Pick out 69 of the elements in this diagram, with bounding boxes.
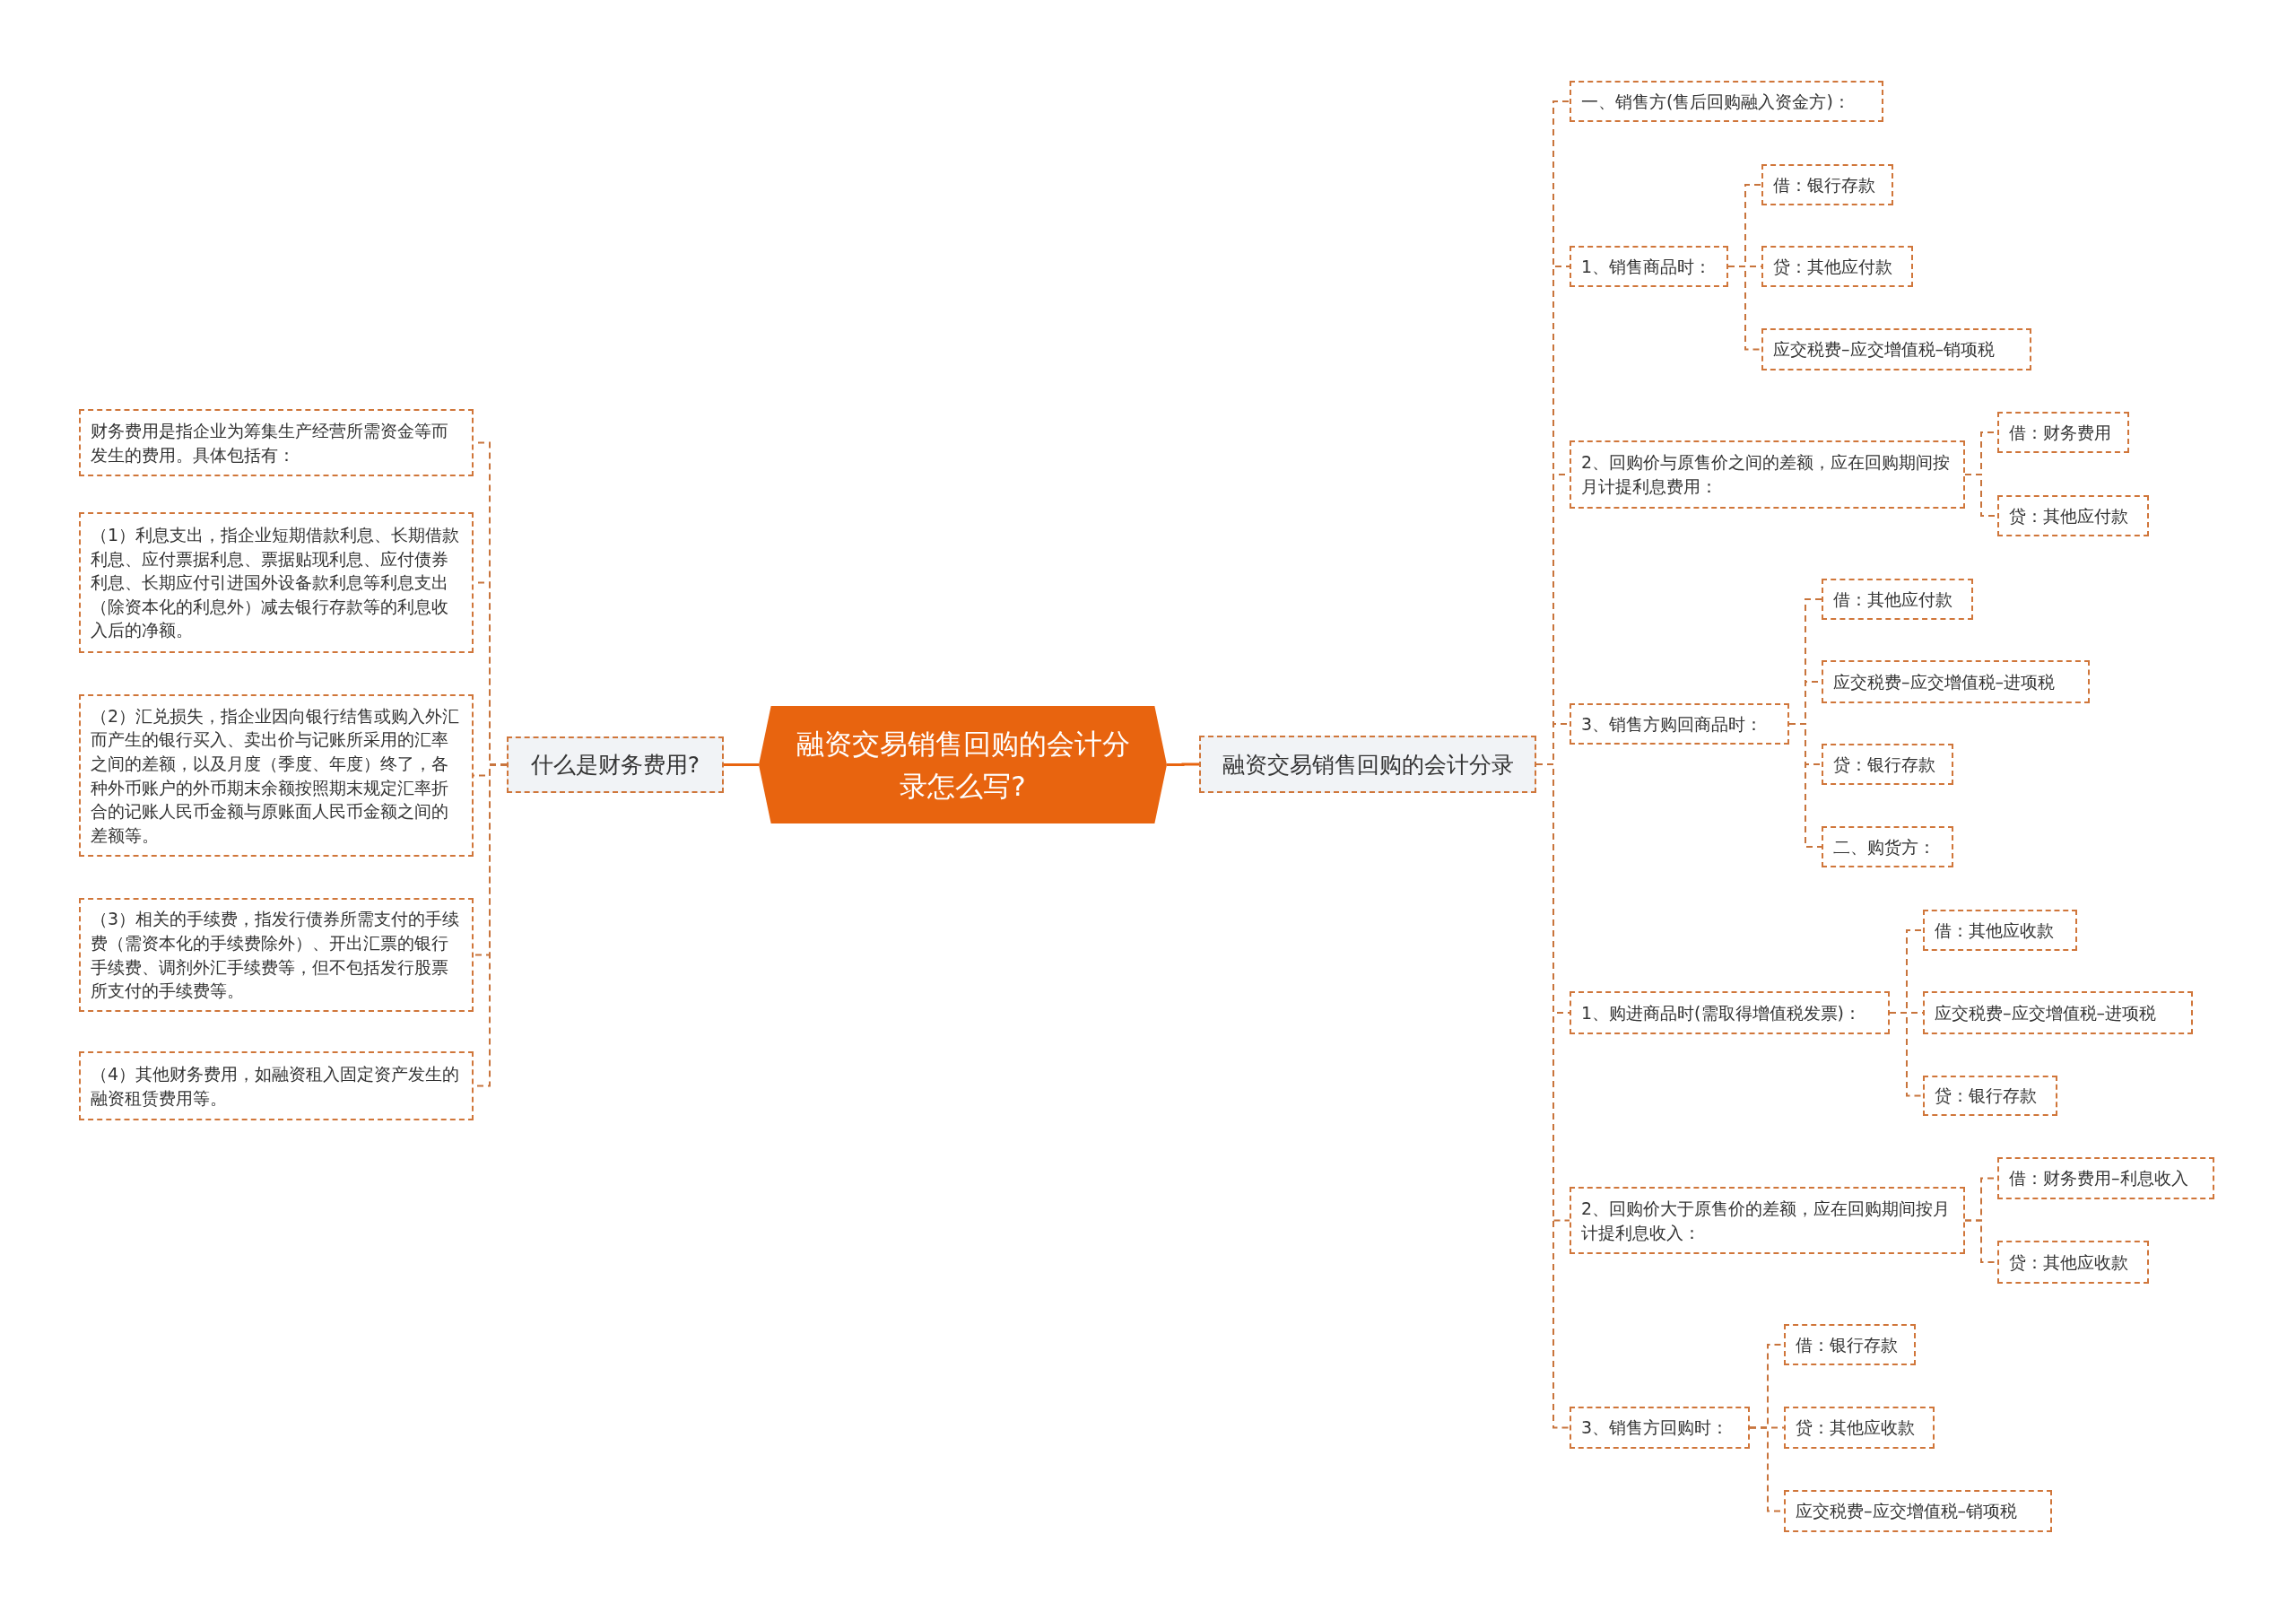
text-box: [1761, 164, 1893, 205]
text-box: [1997, 412, 2129, 453]
text-box: [1923, 991, 2193, 1034]
text-box: [79, 512, 474, 653]
text-box: [1997, 1241, 2149, 1284]
node-text: 二、购货方：: [1833, 835, 1935, 858]
node-text: 1、销售商品时：: [1581, 255, 1712, 278]
node-text: 应交税费–应交增值税–销项税: [1796, 1500, 2017, 1523]
node-text: （3）相关的手续费，指发行债券所需支付的手续费（需资本化的手续费除外）、开出汇票的银行手续费、调剂外汇手续费等，但不包括发行股票所支付的手续费等。: [91, 908, 461, 1003]
node-text: 融资交易销售回购的会计分录怎么写?: [795, 727, 1131, 804]
node-text: 融资交易销售回购的会计分录: [1222, 750, 1514, 780]
node-text: 借：其他应付款: [1833, 588, 1952, 611]
node-text: 借：财务费用–利息收入: [2009, 1167, 2188, 1190]
text-box: [1570, 991, 1890, 1034]
node-text: 贷：其他应收款: [2009, 1250, 2128, 1274]
node-text: 3、销售方购回商品时：: [1581, 712, 1763, 736]
node-text: 财务费用是指企业为筹集生产经营所需资金等而发生的费用。具体包括有：: [91, 419, 449, 466]
text-box: [1784, 1490, 2052, 1532]
node-text: 应交税费–应交增值税–进项税: [1935, 1001, 2156, 1024]
node-text: 应交税费–应交增值税–进项税: [1833, 670, 2055, 693]
text-box: [1822, 826, 1953, 867]
node-text: 贷：其他应收款: [1796, 1416, 1915, 1440]
text-box: [1923, 910, 2077, 951]
node-text: 3、销售方回购时：: [1581, 1416, 1729, 1440]
text-box: [1784, 1324, 1916, 1365]
branch-box: [507, 736, 724, 793]
node-text: 贷：其他应付款: [2009, 504, 2128, 527]
text-box: [1822, 579, 1973, 620]
text-box: [1570, 1187, 1965, 1254]
branch-box: [1199, 736, 1536, 793]
node-text: （4）其他财务费用，如融资租入固定资产发生的融资租赁费用等。: [91, 1062, 461, 1110]
text-box: [79, 898, 474, 1012]
text-box: [1761, 328, 2031, 370]
text-box: [79, 1051, 474, 1120]
node-text: 2、回购价大于原售价的差额，应在回购期间按月计提利息收入：: [1581, 1197, 1952, 1244]
text-box: [1784, 1407, 1935, 1449]
node-text: 借：银行存款: [1773, 173, 1875, 196]
node-text: 应交税费–应交增值税–销项税: [1773, 338, 1995, 362]
node-text: （1）利息支出，指企业短期借款利息、长期借款利息、应付票据利息、票据贴现利息、应付债券利息、长期应付引进国外设备款利息等利息支出（除资本化的利息外）减去银行存款等的利息收入后的净额。: [91, 524, 461, 642]
text-box: [1761, 246, 1913, 287]
connector-line: [1167, 762, 1199, 766]
text-box: [1570, 246, 1728, 287]
node-text: （2）汇兑损失，指企业因向银行结售或购入外汇而产生的银行买入、卖出价与记账所采用的汇率之间的差额，以及月度（季度、年度）终了，各种外币账户的外币期末余额按照期末规定汇率折合的记账人民币金额与原账面人民币金额之间的差额等。: [91, 704, 461, 847]
text-box: [79, 409, 474, 476]
node-text: 借：财务费用: [2009, 421, 2111, 444]
text-box: [1822, 744, 1953, 785]
connector-line: [1727, 266, 1762, 351]
connector-line: [1788, 723, 1822, 848]
text-box: [1997, 1157, 2214, 1199]
text-box: [1923, 1076, 2057, 1116]
node-text: 一、销售方(售后回购融入资金方)：: [1581, 90, 1850, 113]
text-box: [1570, 703, 1789, 745]
node-text: 借：其他应收款: [1935, 919, 2054, 942]
node-text: 借：银行存款: [1796, 1333, 1898, 1356]
node-text: 贷：银行存款: [1833, 753, 1935, 776]
connector-line: [724, 763, 759, 766]
text-box: [79, 694, 474, 857]
connector-line: [1889, 1012, 1924, 1097]
topic-hexagon: [759, 706, 1167, 823]
node-text: 贷：银行存款: [1935, 1085, 2037, 1108]
node-text: 什么是财务费用?: [530, 751, 700, 780]
text-box: [1997, 495, 2149, 536]
text-box: [1570, 1407, 1750, 1449]
node-text: 2、回购价与原售价之间的差额，应在回购期间按月计提利息费用：: [1581, 451, 1952, 498]
text-box: [1822, 660, 2090, 703]
text-box: [1570, 81, 1883, 122]
text-box: [1570, 440, 1965, 509]
node-text: 贷：其他应付款: [1773, 255, 1892, 278]
node-text: 1、购进商品时(需取得增值税发票)：: [1581, 1001, 1861, 1024]
